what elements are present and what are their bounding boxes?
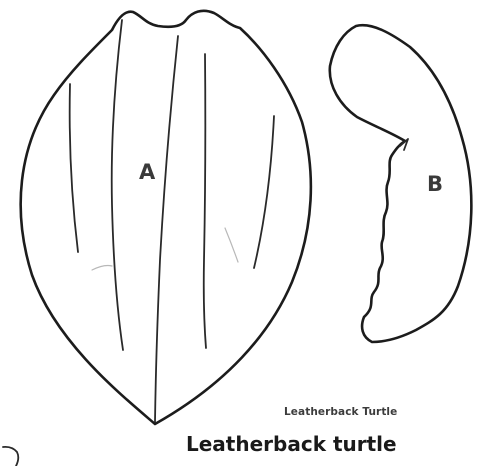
shell-ridge-line bbox=[254, 116, 274, 268]
shell-piece-outline bbox=[21, 11, 311, 424]
shell-ridge-line bbox=[70, 84, 78, 252]
stamp-caption: Leatherback Turtle bbox=[284, 406, 397, 418]
paper-smudge bbox=[92, 266, 112, 271]
corner-mark bbox=[3, 447, 18, 466]
shell-ridge-line bbox=[204, 54, 206, 348]
shell-ridge-line bbox=[155, 36, 178, 422]
shell-ridge-line bbox=[112, 20, 123, 350]
flipper-piece-outline bbox=[330, 25, 472, 342]
paper-smudge bbox=[225, 228, 238, 262]
figure-caption: Leatherback turtle bbox=[186, 432, 397, 456]
piece-b-label: B bbox=[427, 174, 443, 195]
piece-a-label: A bbox=[139, 162, 155, 183]
